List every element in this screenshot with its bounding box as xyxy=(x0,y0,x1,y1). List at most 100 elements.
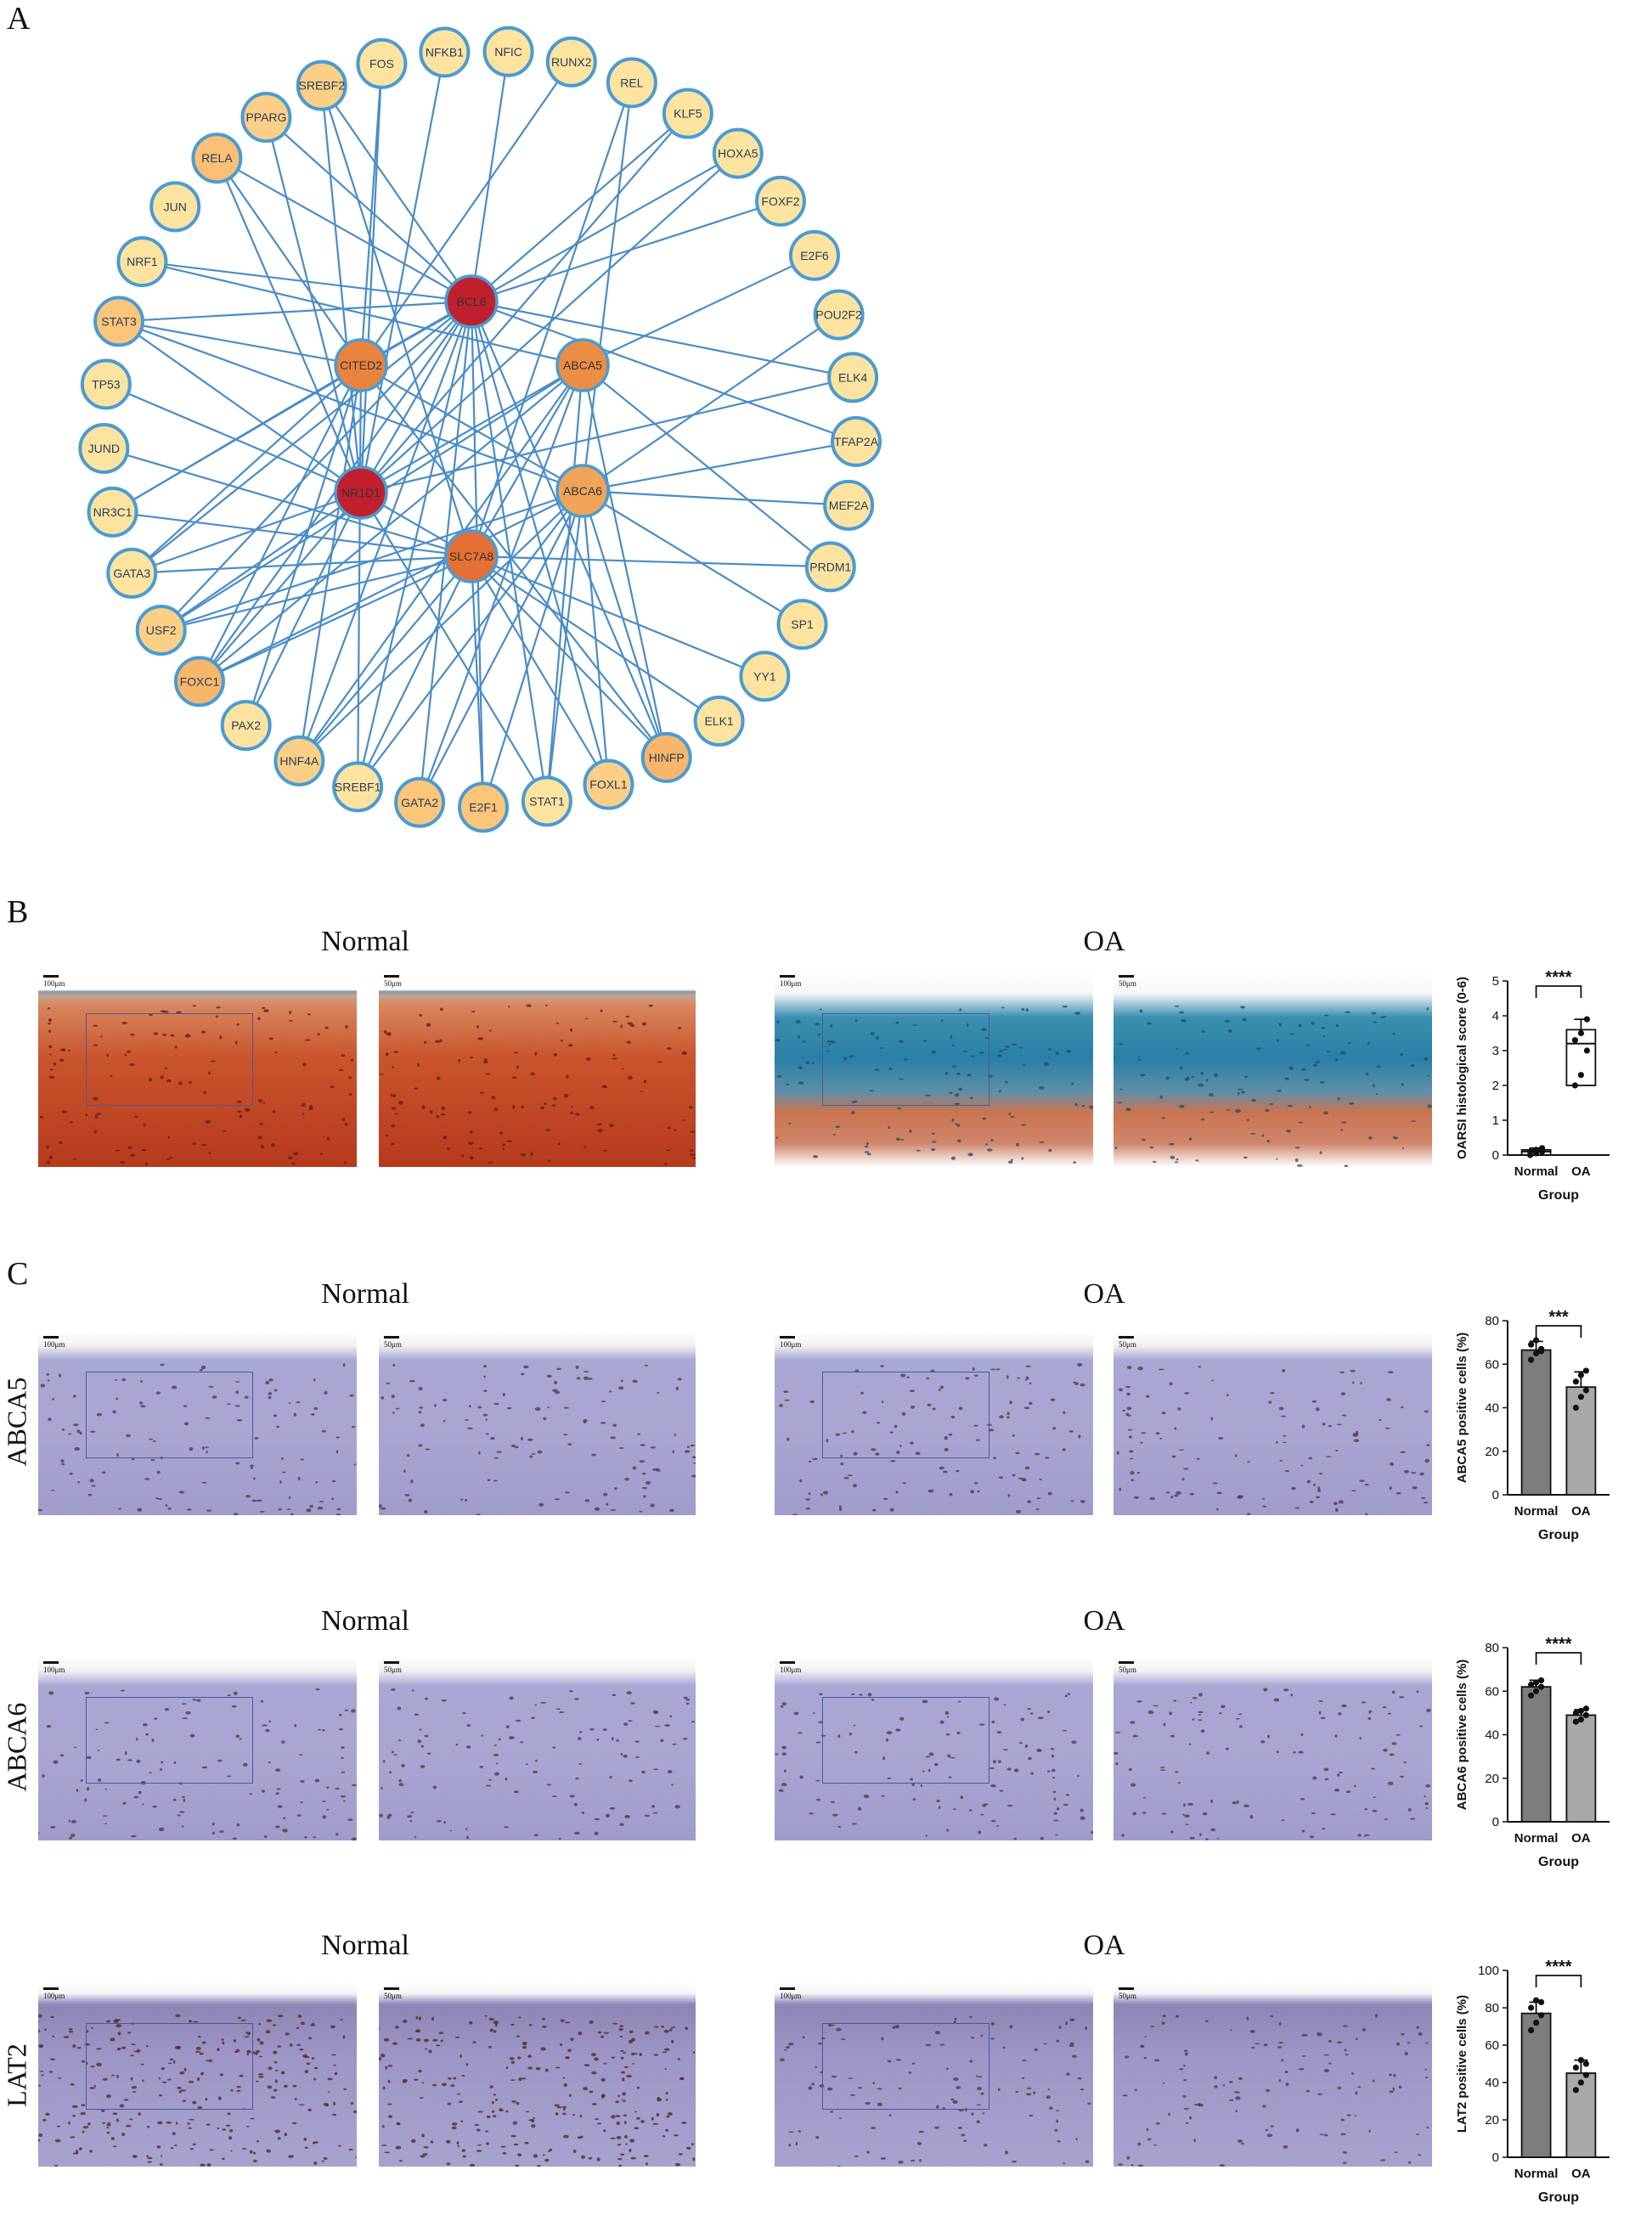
data-point xyxy=(1577,1716,1584,1723)
cell-dot xyxy=(276,1788,281,1790)
cell-dot xyxy=(1235,1717,1240,1720)
cell-dot xyxy=(650,1503,655,1508)
cell-dot xyxy=(341,1746,345,1749)
cell-dot xyxy=(1114,1731,1121,1733)
cell-dot xyxy=(779,2058,785,2062)
cell-dot xyxy=(926,1377,930,1379)
cell-dot xyxy=(219,1035,223,1040)
cell-dot xyxy=(1145,1395,1150,1398)
cell-dot xyxy=(246,2053,250,2056)
cell-dot xyxy=(1176,2015,1180,2018)
network-edge xyxy=(112,364,362,513)
cell-dot xyxy=(89,2150,93,2153)
cell-dot xyxy=(600,2035,605,2038)
network-edge xyxy=(245,364,363,726)
cell-dot xyxy=(1376,1065,1382,1068)
cell-dot xyxy=(837,1734,841,1739)
cell-dot xyxy=(1391,1690,1395,1694)
cell-dot xyxy=(59,1058,65,1062)
cell-dot xyxy=(145,2045,149,2048)
cell-dot xyxy=(1080,1808,1084,1812)
panel-letter-a: A xyxy=(7,1,31,37)
cell-dot xyxy=(70,2136,76,2139)
cell-dot xyxy=(1080,1500,1085,1503)
cell-dot xyxy=(533,1770,538,1773)
cell-dot xyxy=(417,1062,420,1067)
network-node-prdm1: PRDM1 xyxy=(804,541,856,593)
cell-dot xyxy=(1262,2105,1266,2108)
cell-dot xyxy=(332,2113,337,2116)
cell-dot xyxy=(1052,1427,1057,1430)
cell-dot xyxy=(910,2159,916,2162)
cell-dot xyxy=(106,1053,109,1057)
cell-dot xyxy=(265,2030,271,2034)
cell-dot xyxy=(1209,1111,1214,1113)
cell-dot xyxy=(289,1010,291,1015)
cell-dot xyxy=(205,1446,209,1449)
cell-dot xyxy=(107,2122,110,2124)
data-point xyxy=(1582,2071,1589,2078)
cell-dot xyxy=(59,1754,65,1757)
cell-dot xyxy=(199,1368,203,1372)
cell-dot xyxy=(956,1469,960,1473)
cell-dot xyxy=(482,1413,488,1417)
network-edge xyxy=(320,85,472,302)
cell-dot xyxy=(326,1786,330,1790)
cell-dot xyxy=(600,1401,606,1403)
cell-dot xyxy=(142,2079,144,2083)
cell-dot xyxy=(1006,1375,1009,1379)
cell-dot xyxy=(569,1028,573,1032)
cell-dot xyxy=(1398,2085,1402,2089)
cell-dot xyxy=(620,1752,623,1756)
cell-dot xyxy=(865,2101,871,2105)
cell-dot xyxy=(89,2087,96,2089)
cell-dot xyxy=(1138,1056,1141,1058)
cell-dot xyxy=(166,1158,171,1161)
cell-dot xyxy=(998,1050,1004,1052)
cell-dot xyxy=(812,1457,818,1461)
cell-dot xyxy=(1035,1508,1040,1511)
network-edge xyxy=(298,490,584,762)
cell-dot xyxy=(298,2104,305,2106)
cell-dot xyxy=(563,2083,567,2088)
cell-dot xyxy=(853,1451,858,1456)
cell-dot xyxy=(258,2055,263,2058)
cell-dot xyxy=(925,1094,931,1096)
cell-dot xyxy=(341,1118,346,1121)
cell-dot xyxy=(1345,1011,1350,1014)
cell-dot xyxy=(888,1067,892,1071)
cell-dot xyxy=(585,1057,591,1061)
cell-dot xyxy=(1130,1479,1135,1482)
cell-dot xyxy=(945,1733,950,1736)
cell-dot xyxy=(379,2027,381,2030)
network-edge xyxy=(198,364,362,682)
cell-dot xyxy=(493,1402,499,1406)
cell-dot xyxy=(93,1024,98,1027)
cell-dot xyxy=(485,1784,492,1787)
network-node-circle xyxy=(712,127,764,179)
cell-dot xyxy=(1298,1121,1303,1124)
cell-dot xyxy=(1137,2142,1142,2146)
cell-dot xyxy=(239,1738,242,1740)
cell-dot xyxy=(93,1096,99,1101)
cell-dot xyxy=(883,1497,888,1500)
cell-dot xyxy=(380,2053,386,2058)
row-label-abca5: ABCA5 xyxy=(1,1377,32,1466)
cell-dot xyxy=(192,2100,197,2105)
cell-dot xyxy=(41,2074,44,2077)
cell-dot xyxy=(627,1022,633,1025)
cell-dot xyxy=(684,1450,691,1453)
cell-dot xyxy=(922,1699,928,1704)
cell-dot xyxy=(1062,1448,1066,1451)
cell-speckles xyxy=(1114,1005,1432,1167)
cell-dot xyxy=(536,2165,541,2167)
data-point xyxy=(1582,1705,1589,1712)
network-node-label: SREBF2 xyxy=(299,79,346,93)
cell-dot xyxy=(1030,1772,1034,1775)
cell-dot xyxy=(1284,1077,1289,1080)
cell-dot xyxy=(830,2111,834,2113)
cell-dot xyxy=(235,1462,240,1465)
cell-dot xyxy=(81,2060,86,2063)
cell-dot xyxy=(1323,1767,1329,1772)
cell-dot xyxy=(148,1772,152,1774)
